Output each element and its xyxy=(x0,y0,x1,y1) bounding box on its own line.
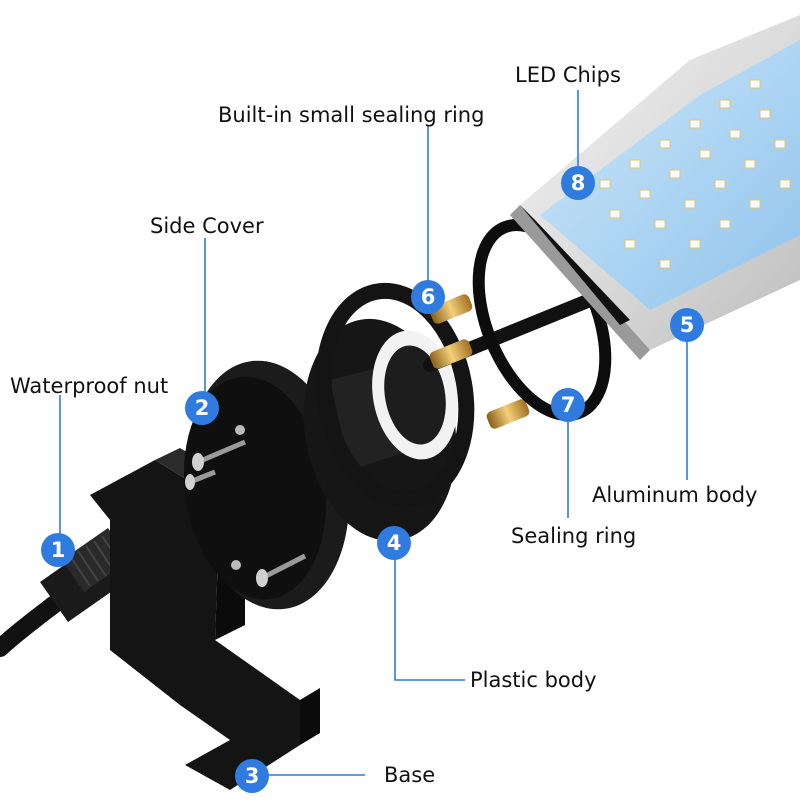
svg-text:6: 6 xyxy=(421,285,436,309)
callout-badge-6: 6 xyxy=(411,280,445,314)
svg-text:5: 5 xyxy=(680,313,695,337)
svg-text:7: 7 xyxy=(561,393,576,417)
label-sealing-ring: Sealing ring xyxy=(511,524,636,548)
leader-lines xyxy=(59,90,688,776)
brass-terminals xyxy=(429,294,530,429)
svg-text:3: 3 xyxy=(245,764,260,788)
label-waterproof-nut: Waterproof nut xyxy=(10,374,168,398)
label-side-cover: Side Cover xyxy=(150,214,264,238)
callout-badge-2: 2 xyxy=(185,391,219,425)
svg-text:4: 4 xyxy=(387,531,402,555)
svg-text:1: 1 xyxy=(51,538,66,562)
label-base: Base xyxy=(384,763,435,787)
svg-text:2: 2 xyxy=(195,396,210,420)
callout-badge-7: 7 xyxy=(551,388,585,422)
callout-badge-8: 8 xyxy=(561,166,595,200)
callout-badge-4: 4 xyxy=(377,526,411,560)
label-plastic-body: Plastic body xyxy=(470,668,597,692)
callout-badge-3: 3 xyxy=(235,759,269,793)
small-sealing-ring xyxy=(315,282,475,508)
label-led-chips: LED Chips xyxy=(515,63,621,87)
label-aluminum-body: Aluminum body xyxy=(592,483,758,507)
label-built-in-small-sealing-ring: Built-in small sealing ring xyxy=(218,103,484,127)
callout-badge-1: 1 xyxy=(41,533,75,567)
callout-badge-5: 5 xyxy=(670,308,704,342)
led-chips xyxy=(599,79,791,269)
svg-text:8: 8 xyxy=(571,171,586,195)
power-cable xyxy=(0,591,69,657)
